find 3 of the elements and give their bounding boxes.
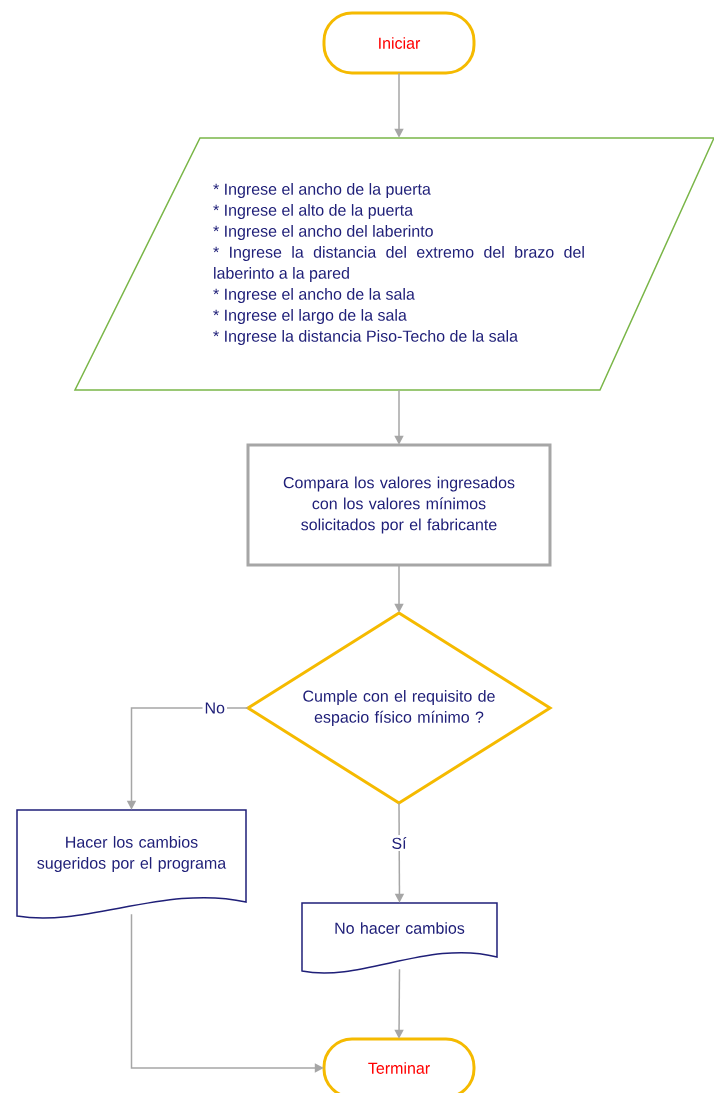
process-box: Compara los valores ingresados con los valores mínimos solicitados por el fabricante [246, 443, 552, 567]
edge-label: Sí [389, 835, 409, 851]
edge-label: No [202, 700, 227, 716]
